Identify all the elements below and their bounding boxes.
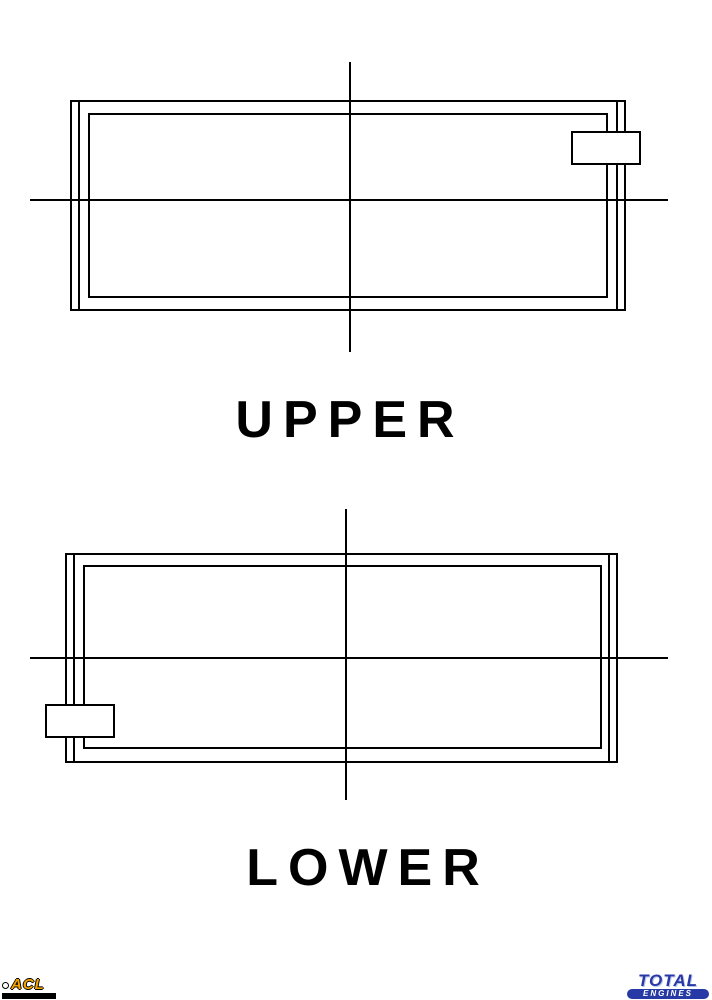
acl-logo-bar [2, 993, 56, 999]
upper-left-edge-line [78, 100, 80, 311]
upper-outer-rect [70, 100, 626, 311]
lower-vertical-centerline [345, 509, 347, 800]
lower-horizontal-centerline [30, 657, 668, 659]
acl-logo: ACL [2, 976, 60, 999]
lower-left-edge-line [73, 553, 75, 763]
upper-inner-rect [88, 113, 608, 298]
upper-label: UPPER [235, 391, 465, 449]
lower-right-edge-line [608, 553, 610, 763]
total-engines-logo: TOTAL ENGINES [627, 971, 709, 999]
engines-logo-text: ENGINES [627, 989, 709, 999]
acl-logo-text: ACL [11, 976, 45, 993]
lower-locating-tab [45, 704, 115, 738]
upper-right-edge-line [616, 100, 618, 311]
upper-horizontal-centerline [30, 199, 668, 201]
total-logo-text: TOTAL [637, 971, 699, 990]
lower-outer-rect [65, 553, 618, 763]
acl-globe-icon [2, 981, 9, 989]
upper-vertical-centerline [349, 62, 351, 352]
lower-label: LOWER [246, 839, 490, 897]
lower-inner-rect [83, 565, 602, 749]
upper-locating-tab [571, 131, 641, 165]
